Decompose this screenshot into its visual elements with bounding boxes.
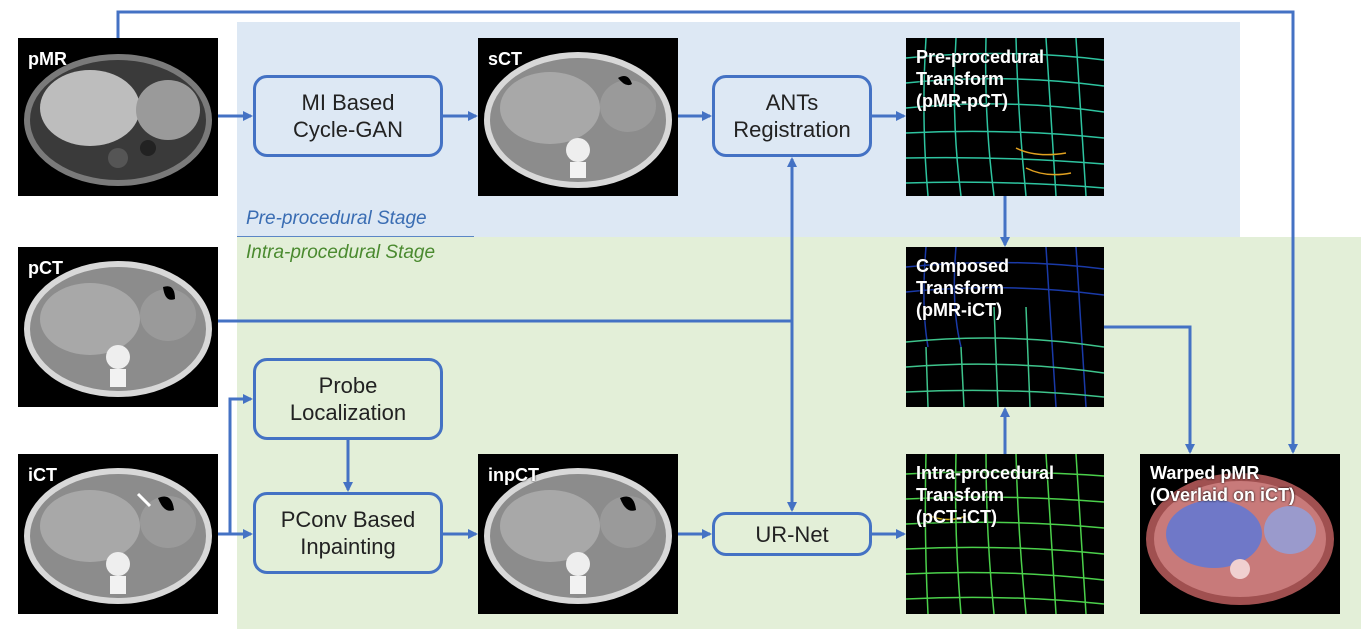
inpct-scan-illustration xyxy=(484,468,672,604)
pmr-image: pMR xyxy=(18,38,218,196)
composed-transform-label: Composed Transform (pMR-iCT) xyxy=(916,256,1010,320)
ur-net-box[interactable]: UR-Net xyxy=(712,512,872,556)
ict-label: iCT xyxy=(28,465,57,485)
cycle-gan-box[interactable]: MI Based Cycle-GAN xyxy=(253,75,443,157)
pct-image: pCT xyxy=(18,247,218,407)
inpct-label: inpCT xyxy=(488,465,539,485)
warped-pmr-image: Warped pMR (Overlaid on iCT) xyxy=(1140,454,1340,614)
inpct-image: inpCT xyxy=(478,454,678,614)
intra-procedural-transform-label: Intra-procedural Transform (pCT-iCT) xyxy=(916,463,1055,527)
ict-image: iCT xyxy=(18,454,218,614)
sct-label: sCT xyxy=(488,49,523,69)
pconv-inpainting-box[interactable]: PConv Based Inpainting xyxy=(253,492,443,574)
intra-transform-grid xyxy=(906,454,1104,614)
warped-pmr-overlay-illustration xyxy=(1146,473,1334,605)
pre-procedural-stage-label: Pre-procedural Stage xyxy=(246,208,427,229)
ants-registration-box[interactable]: ANTs Registration xyxy=(712,75,872,157)
intra-procedural-stage-label: Intra-procedural Stage xyxy=(246,242,436,263)
pre-procedural-transform-image: Pre-procedural Transform (pMR-pCT) xyxy=(906,38,1104,196)
ict-scan-illustration xyxy=(24,468,212,604)
sct-image: sCT xyxy=(478,38,678,196)
pre-procedural-transform-label: Pre-procedural Transform (pMR-pCT) xyxy=(916,47,1045,111)
stage-divider xyxy=(237,236,474,237)
composed-transform-image: Composed Transform (pMR-iCT) xyxy=(906,247,1104,407)
pct-label: pCT xyxy=(28,258,63,278)
probe-localization-box[interactable]: Probe Localization xyxy=(253,358,443,440)
pmr-label: pMR xyxy=(28,49,67,69)
intra-procedural-transform-image: Intra-procedural Transform (pCT-iCT) xyxy=(906,454,1104,614)
warped-pmr-label: Warped pMR (Overlaid on iCT) xyxy=(1150,463,1296,505)
